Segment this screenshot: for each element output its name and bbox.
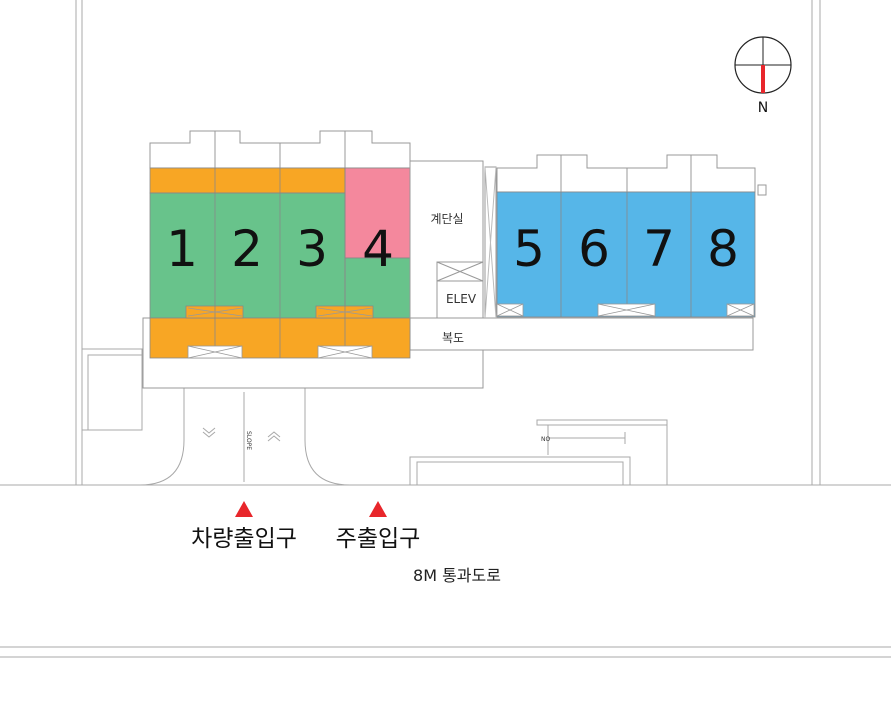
stair-label: 계단실 — [430, 212, 463, 226]
unit-number: 5 — [513, 220, 545, 278]
units-1-3-green — [149, 192, 346, 319]
left-block-top — [149, 130, 411, 169]
driveway — [139, 387, 351, 486]
unit-number: 4 — [362, 220, 394, 278]
unit-number: 2 — [231, 220, 263, 278]
small-label: NO — [541, 436, 550, 443]
road-label: 8M 통과도로 — [413, 566, 501, 585]
unit-number: 8 — [707, 220, 739, 278]
main-entrance-label: 주출입구 — [336, 526, 421, 552]
unit-number: 1 — [166, 220, 198, 278]
right-block — [496, 191, 756, 318]
left-annex — [81, 348, 143, 431]
corridor-label: 복도 — [442, 331, 464, 345]
window-markers-right — [496, 303, 755, 317]
balcony-strip — [149, 167, 346, 194]
slope-label: SLOPE — [245, 431, 252, 450]
vehicle-entrance-marker — [235, 501, 253, 517]
lower-right-structures — [409, 419, 668, 486]
entrance-markers: 차량출입구 주출입구 — [191, 501, 420, 552]
window-markers-left — [187, 307, 373, 359]
north-label: N — [758, 100, 768, 116]
unit-number: 6 — [578, 220, 610, 278]
right-block-top — [496, 154, 767, 196]
north-compass: N — [734, 36, 792, 116]
main-entrance-marker — [369, 501, 387, 517]
elevator-label: ELEV — [446, 292, 477, 306]
unit-number: 3 — [296, 220, 328, 278]
units-5-8-blue — [496, 191, 756, 318]
unit-number: 7 — [643, 220, 675, 278]
unit-numbers-left: 1 2 3 4 — [166, 220, 394, 278]
vehicle-entrance-label: 차량출입구 — [191, 526, 297, 552]
unit4-pink — [344, 167, 411, 259]
unit-numbers-right: 5 6 7 8 — [513, 220, 739, 278]
core — [409, 160, 497, 319]
